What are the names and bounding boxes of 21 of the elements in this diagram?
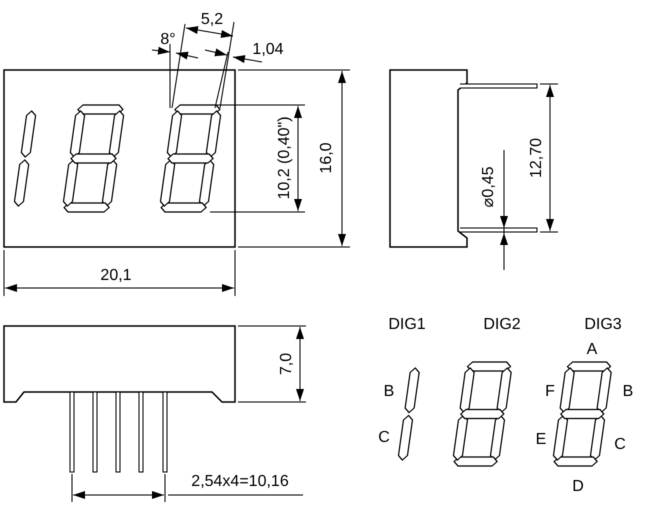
dimension-label: 10,2 (0,40") — [276, 116, 294, 200]
dimension-label: 1,04 — [252, 41, 284, 59]
angle-label: 8° — [160, 31, 176, 49]
digit-label: DIG2 — [483, 316, 521, 334]
segment-label: B — [622, 383, 634, 401]
dimension-label: ⌀0,45 — [480, 166, 498, 208]
dimension-label: 20,1 — [100, 267, 132, 285]
segment-label: B — [384, 383, 394, 401]
segment-label: E — [536, 431, 546, 449]
digit-label: DIG3 — [584, 316, 622, 334]
dimension-label: 7,0 — [278, 352, 296, 376]
segment-label: C — [378, 429, 390, 447]
dimension-label: 2,54x4=10,16 — [191, 473, 289, 491]
digit-label: DIG1 — [388, 316, 426, 334]
segment-label: D — [572, 478, 584, 496]
segment-label: F — [545, 383, 555, 401]
segment-label: C — [614, 436, 626, 454]
dimension-label: 5,2 — [200, 11, 224, 29]
dimension-label: 12,70 — [528, 138, 546, 178]
dimension-label: 16,0 — [318, 142, 336, 174]
segment-label: A — [586, 341, 598, 359]
